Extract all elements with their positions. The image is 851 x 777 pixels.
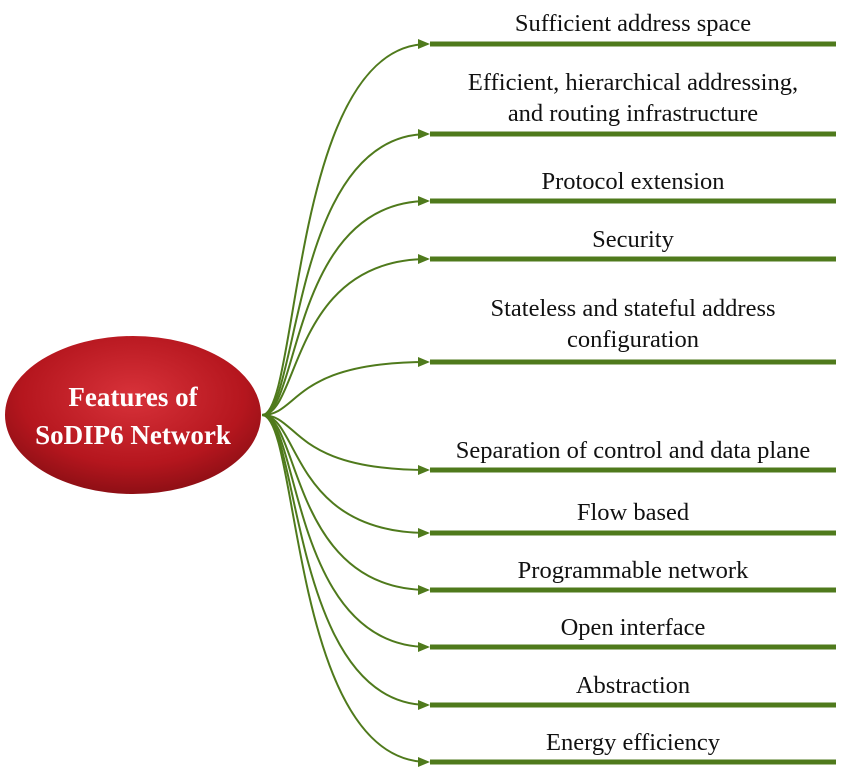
feature-bar-group <box>430 41 836 765</box>
feature-label: Separation of control and data plane <box>456 437 811 464</box>
feature-label: Efficient, hierarchical addressing, <box>468 69 798 96</box>
center-node: Features of SoDIP6 Network <box>5 336 261 494</box>
feature-label: Abstraction <box>576 672 690 699</box>
connector-arrow <box>261 357 430 416</box>
feature-label: Energy efficiency <box>546 729 721 756</box>
connector-arrow <box>261 39 430 416</box>
feature-label: Protocol extension <box>541 168 724 195</box>
feature-label: Sufficient address space <box>515 10 751 37</box>
connector-arrow <box>261 414 430 475</box>
feature-label: Security <box>592 226 674 253</box>
connector-group <box>261 39 430 767</box>
feature-label: Stateless and stateful address <box>490 295 775 322</box>
connector-arrow <box>261 196 430 416</box>
feature-label: configuration <box>567 326 699 353</box>
center-node-title-line-2: SoDIP6 Network <box>35 420 231 450</box>
center-node-title-line-1: Features of <box>68 382 198 412</box>
connector-arrow <box>261 414 430 538</box>
connector-arrow <box>261 414 430 767</box>
feature-label: Open interface <box>561 614 706 641</box>
connector-arrow <box>261 254 430 416</box>
connector-arrow <box>261 414 430 652</box>
feature-label: Flow based <box>577 499 689 526</box>
feature-label: and routing infrastructure <box>508 100 758 127</box>
connector-arrow <box>261 129 430 416</box>
feature-label: Programmable network <box>518 557 749 584</box>
connector-arrow <box>261 414 430 710</box>
connector-arrow <box>261 414 430 595</box>
center-node-ellipse <box>5 336 261 494</box>
